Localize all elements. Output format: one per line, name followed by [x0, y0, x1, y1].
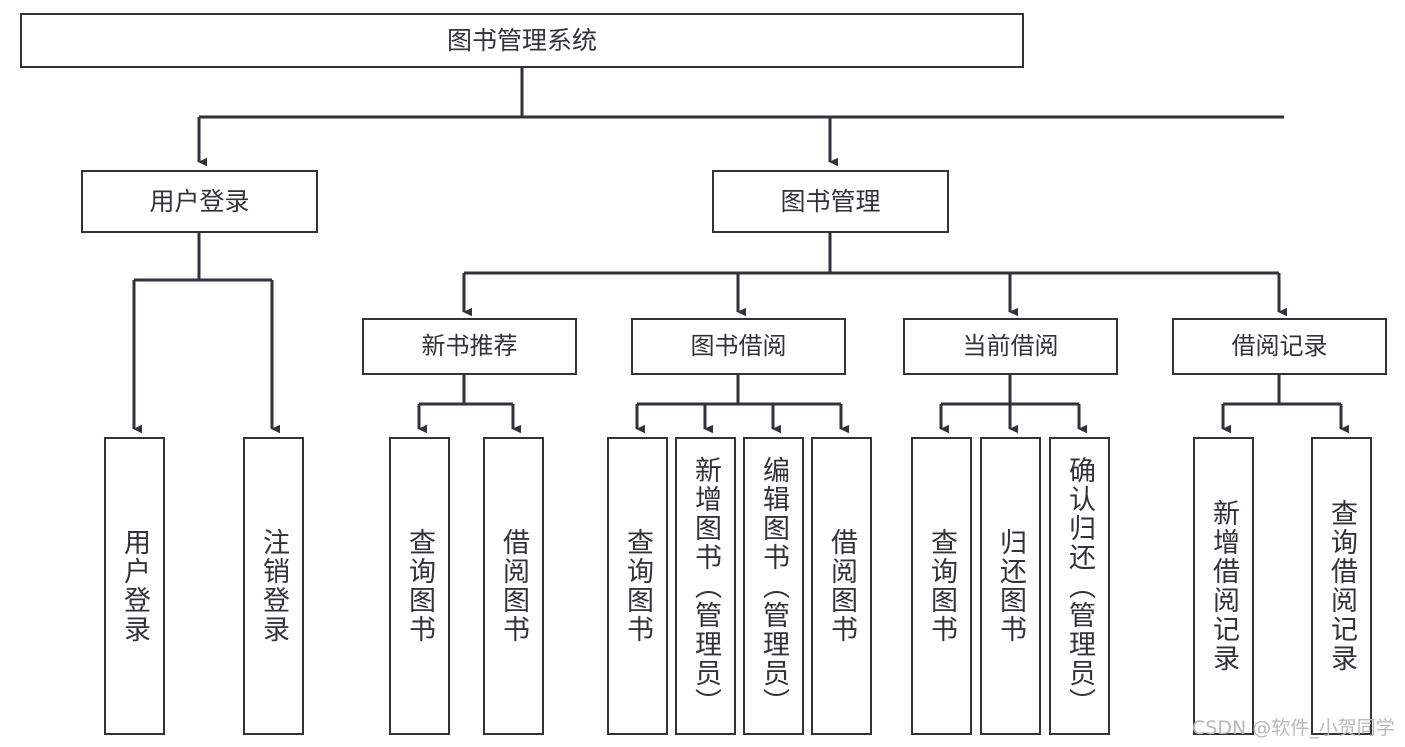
- node-new-book-recommendation[interactable]: 新书推荐: [362, 318, 577, 375]
- node-root-label: 图书管理系统: [446, 25, 597, 55]
- node-borrow-record-label: 借阅记录: [1231, 332, 1328, 361]
- leaf-add-record[interactable]: 新增借阅记录: [1193, 437, 1254, 735]
- leaf-query-book-2-label: 查询图书: [622, 528, 653, 644]
- leaf-return-book[interactable]: 归还图书: [980, 437, 1041, 735]
- leaf-logout-label: 注销登录: [258, 528, 289, 644]
- leaf-return-book-label: 归还图书: [995, 528, 1026, 644]
- node-user-login-label: 用户登录: [149, 186, 250, 216]
- node-user-login[interactable]: 用户登录: [81, 170, 318, 233]
- leaf-query-book-3-label: 查询图书: [926, 528, 957, 644]
- leaf-user-login[interactable]: 用户登录: [104, 437, 165, 735]
- node-current-borrow[interactable]: 当前借阅: [903, 318, 1118, 375]
- leaf-add-record-label: 新增借阅记录: [1208, 499, 1239, 673]
- leaf-edit-book-label: 编辑图书（管理员）: [758, 455, 789, 717]
- leaf-borrow-book-2[interactable]: 借阅图书: [811, 437, 872, 735]
- leaf-confirm-return-label: 确认归还（管理员）: [1064, 455, 1095, 717]
- node-book-manage[interactable]: 图书管理: [712, 170, 949, 233]
- watermark: CSDN @软件_小贺同学: [1192, 717, 1395, 739]
- leaf-edit-book[interactable]: 编辑图书（管理员）: [743, 437, 804, 735]
- leaf-query-book-3[interactable]: 查询图书: [911, 437, 972, 735]
- leaf-add-book-label: 新增图书（管理员）: [690, 455, 721, 717]
- leaf-borrow-book-1[interactable]: 借阅图书: [483, 437, 544, 735]
- leaf-borrow-book-1-label: 借阅图书: [498, 528, 529, 644]
- leaf-query-book-1-label: 查询图书: [404, 528, 435, 644]
- node-current-borrow-label: 当前借阅: [962, 332, 1059, 361]
- leaf-confirm-return[interactable]: 确认归还（管理员）: [1049, 437, 1110, 735]
- node-root[interactable]: 图书管理系统: [20, 13, 1024, 68]
- node-book-borrow-label: 图书借阅: [690, 332, 787, 361]
- leaf-borrow-book-2-label: 借阅图书: [826, 528, 857, 644]
- node-new-book-recommendation-label: 新书推荐: [421, 332, 518, 361]
- node-borrow-record[interactable]: 借阅记录: [1172, 318, 1387, 375]
- leaf-query-book-2[interactable]: 查询图书: [607, 437, 668, 735]
- leaf-add-book[interactable]: 新增图书（管理员）: [675, 437, 736, 735]
- leaf-query-record[interactable]: 查询借阅记录: [1311, 437, 1372, 735]
- node-book-borrow[interactable]: 图书借阅: [631, 318, 846, 375]
- leaf-query-book-1[interactable]: 查询图书: [389, 437, 450, 735]
- leaf-query-record-label: 查询借阅记录: [1326, 499, 1357, 673]
- leaf-logout[interactable]: 注销登录: [243, 437, 304, 735]
- node-book-manage-label: 图书管理: [780, 186, 881, 216]
- leaf-user-login-label: 用户登录: [119, 528, 150, 644]
